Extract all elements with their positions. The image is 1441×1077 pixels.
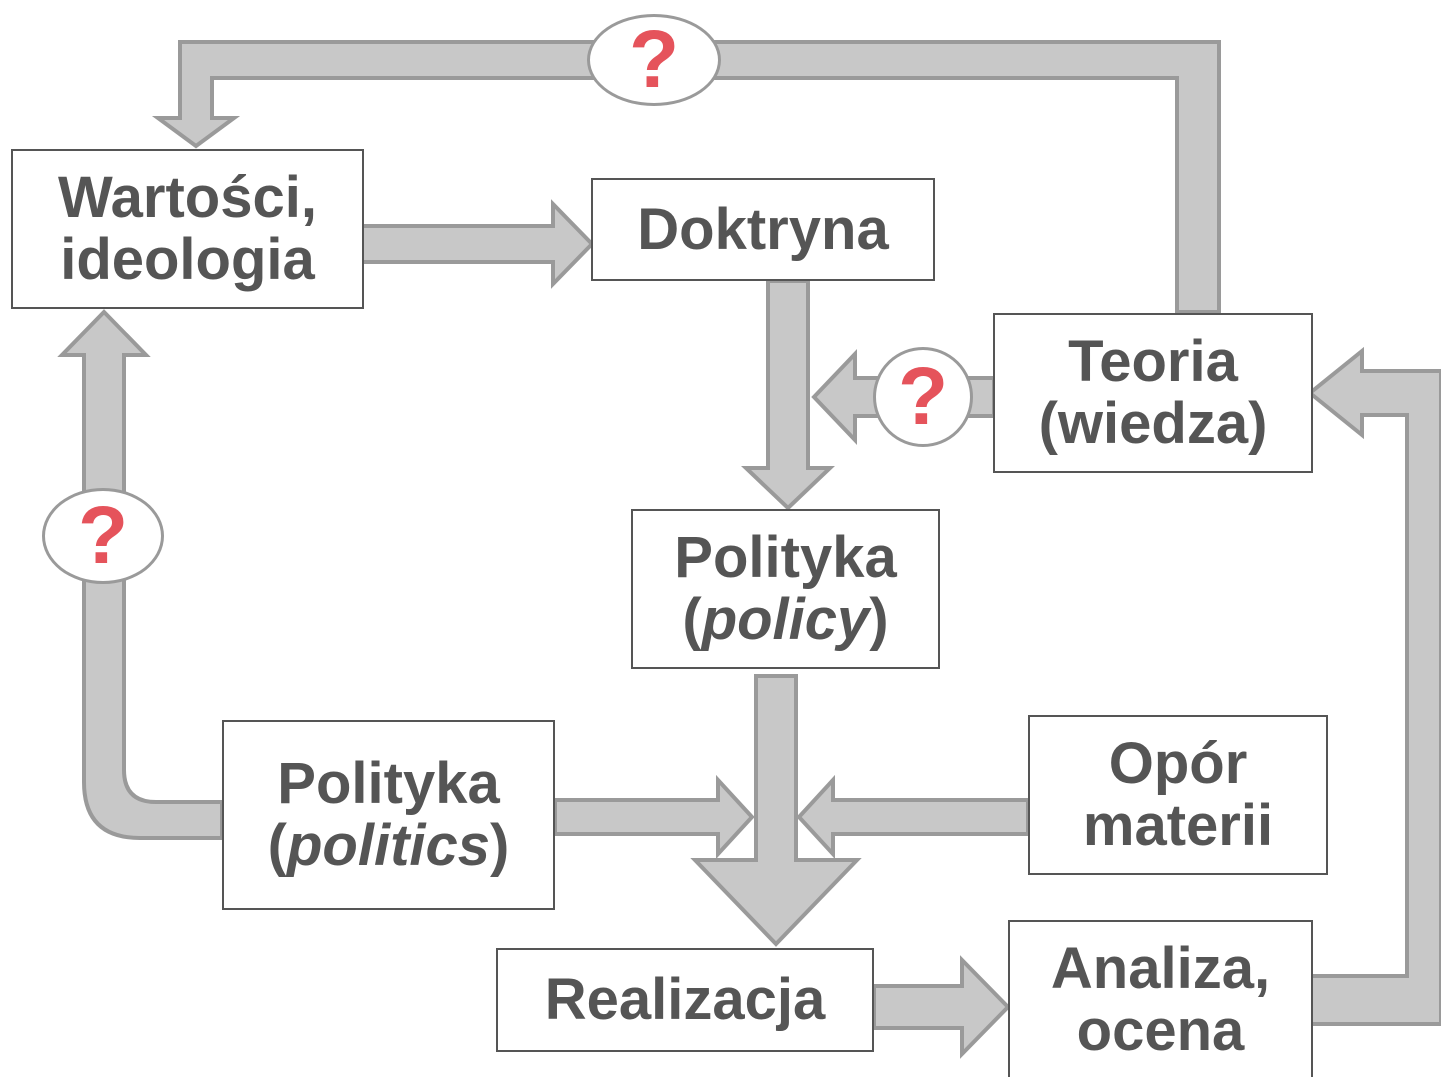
node-policy: Polityka (policy) (631, 509, 940, 669)
node-politics: Polityka (politics) (222, 720, 555, 910)
node-policy-line1: Polityka (674, 525, 897, 590)
question-mark-top: ? (587, 14, 721, 106)
arrow-politics-to-center (553, 774, 755, 860)
arrow-resistance-to-center (796, 774, 1030, 860)
node-doctrine: Doktryna (591, 178, 935, 281)
node-theory-line1: Teoria (1068, 329, 1238, 394)
node-realization: Realizacja (496, 948, 874, 1052)
node-theory-line2: (wiedza) (1038, 391, 1268, 456)
node-values-line1: Wartości, (58, 165, 317, 230)
node-resistance-line2: materii (1082, 793, 1274, 858)
arrow-analysis-to-theory (1305, 346, 1441, 1026)
node-resistance-line1: Opór (1108, 731, 1248, 796)
node-politics-line1: Polityka (277, 751, 500, 816)
node-politics-line2: (politics) (267, 813, 510, 878)
node-realization-label: Realizacja (544, 967, 826, 1032)
node-doctrine-label: Doktryna (637, 196, 889, 262)
arrow-policy-to-realization (690, 674, 862, 947)
arrow-doctrine-to-policy (741, 279, 835, 511)
node-theory: Teoria (wiedza) (993, 313, 1313, 473)
arrow-values-to-doctrine (359, 199, 595, 289)
node-resistance: Opór materii (1028, 715, 1328, 875)
arrow-theory-to-values (151, 40, 1221, 314)
arrow-politics-to-values (57, 309, 224, 840)
node-policy-line2: (policy) (682, 587, 889, 652)
arrow-realization-to-analysis (872, 955, 1011, 1059)
node-analysis-line2: ocena (1076, 997, 1245, 1063)
question-mark-left: ? (42, 488, 164, 584)
node-analysis-line1: Analiza, (1050, 935, 1271, 1001)
node-values: Wartości, ideologia (11, 149, 364, 309)
node-analysis: Analiza, ocena (1008, 920, 1313, 1077)
question-mark-middle: ? (873, 347, 973, 447)
node-values-line2: ideologia (60, 227, 315, 292)
